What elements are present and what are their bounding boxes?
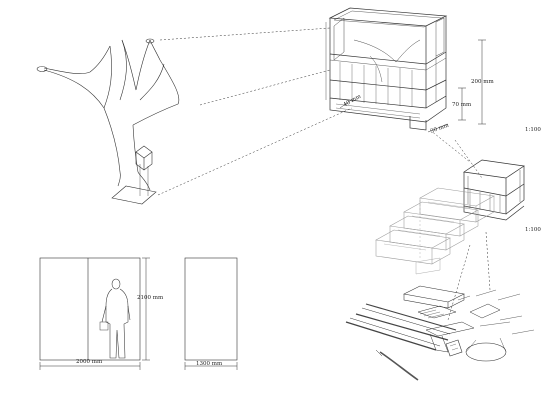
dim-label-1300mm: 1300 mm <box>196 361 223 367</box>
connector-lines <box>157 27 491 321</box>
scale-label-top: 1:100 <box>525 127 541 133</box>
scale-label-mid: 1:100 <box>525 227 541 233</box>
tree-structure <box>36 38 180 205</box>
elevation-left-panel <box>39 257 150 370</box>
person-figure <box>99 278 131 359</box>
dim-label-200mm: 200 mm <box>471 79 494 85</box>
elevation-right-panel <box>184 257 238 370</box>
module-dimensions <box>339 39 486 133</box>
dim-label-2100mm: 2100 mm <box>137 295 164 301</box>
dim-label-70mm: 70 mm <box>452 102 472 108</box>
module-small <box>463 159 525 221</box>
exploded-modules <box>375 187 495 275</box>
dim-label-2000mm: 2000 mm <box>76 359 103 365</box>
component-parts <box>345 285 535 381</box>
module-large <box>325 7 448 131</box>
